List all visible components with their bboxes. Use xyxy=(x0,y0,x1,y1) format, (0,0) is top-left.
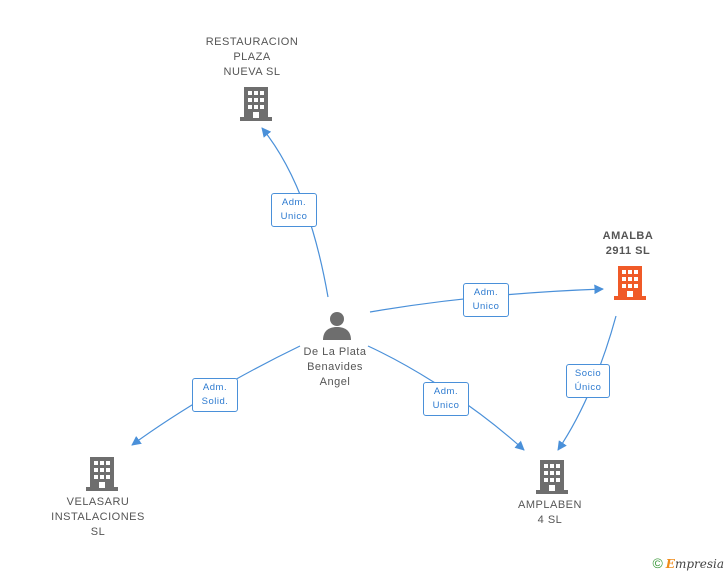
building-highlight-icon[interactable] xyxy=(614,264,646,300)
person-icon[interactable] xyxy=(322,310,352,340)
building-icon[interactable] xyxy=(240,85,272,121)
node-restauracion-label[interactable]: RESTAURACION PLAZA NUEVA SL xyxy=(205,36,299,78)
node-person-label[interactable]: De La Plata Benavides Angel xyxy=(303,346,367,388)
edge-label-to-amalba[interactable]: Adm. Unico xyxy=(463,283,509,317)
copyright-symbol: © xyxy=(652,555,663,571)
brand-logo: Empresia xyxy=(665,557,724,571)
node-amalba-label[interactable]: AMALBA 2911 SL xyxy=(602,230,654,257)
edge-label-to-restauracion[interactable]: Adm. Unico xyxy=(271,193,317,227)
node-velasaru-label[interactable]: VELASARU INSTALACIONES SL xyxy=(51,496,145,538)
node-amplaben-label[interactable]: AMPLABEN 4 SL xyxy=(518,499,582,526)
edge-label-to-amplaben[interactable]: Adm. Unico xyxy=(423,382,469,416)
building-icon[interactable] xyxy=(536,458,568,494)
edge-label-amalba-to-amplaben[interactable]: Socio Único xyxy=(566,364,610,398)
footer-brand: ©Empresia xyxy=(652,555,724,571)
edge-label-to-velasaru[interactable]: Adm. Solid. xyxy=(192,378,238,412)
building-icon[interactable] xyxy=(86,455,118,491)
